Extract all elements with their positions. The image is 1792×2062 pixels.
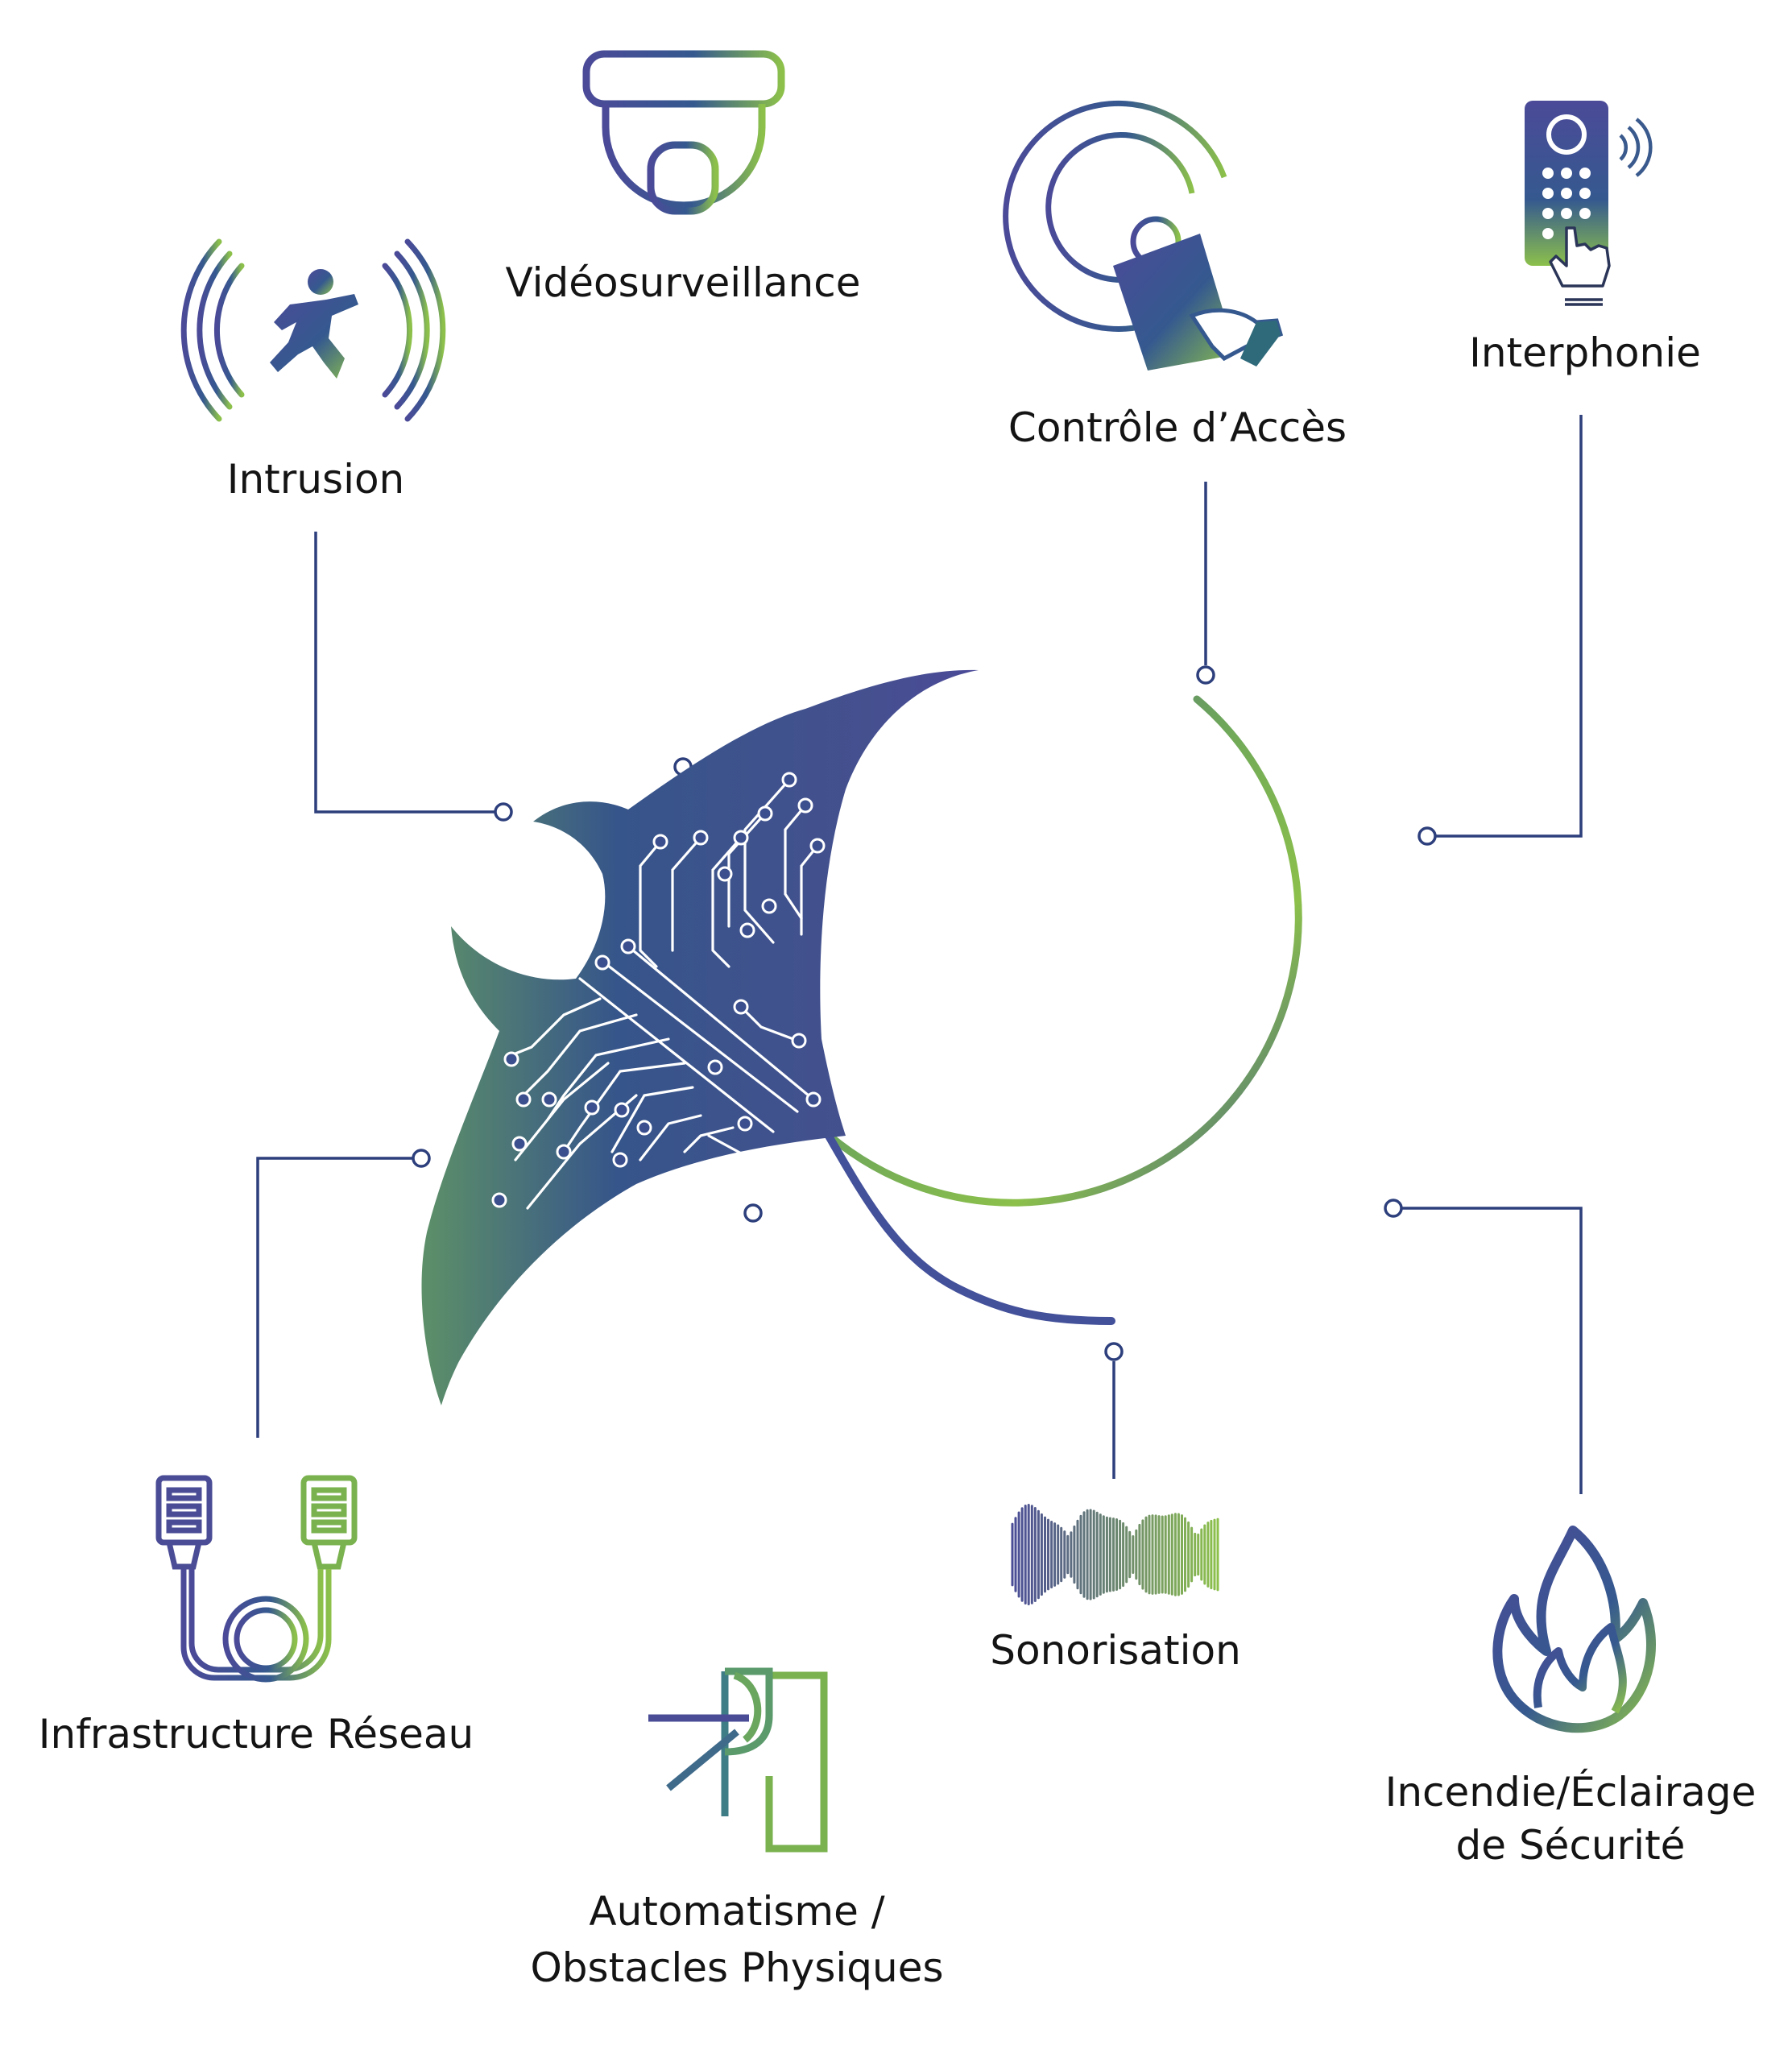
connector-intercom [1436,415,1583,838]
node-sound [1104,1342,1124,1361]
turnstile-gate-icon [648,1667,828,1853]
label-intrusion: Intrusion [227,456,405,503]
label-intercom: Interphonie [1469,329,1701,376]
running-person-sensor-icon [180,238,446,422]
node-intrusion [494,802,513,822]
label-fire-line2: de Sécurité [1456,1822,1686,1869]
label-fire-line1: Incendie/Éclairage [1385,1768,1757,1816]
label-access: Contrôle d’Accès [1008,404,1347,451]
node-automation [743,1203,763,1223]
labels: Intrusion Vidéosurveillance Contrôle d’A… [39,259,1757,1991]
network-cable-icon [155,1475,358,1683]
label-network: Infrastructure Réseau [39,1711,474,1758]
dome-camera-icon [582,50,785,215]
label-automation-line1: Automatisme / [589,1888,884,1935]
logo-tail [817,1120,1115,1325]
connector-fire [1401,1207,1583,1494]
access-card-reader-icon [1003,100,1284,371]
logo-circuit-traces [510,778,819,1210]
sound-wave-icon [1011,1504,1219,1605]
label-automation-line2: Obstacles Physiques [530,1944,943,1991]
connector-lines [256,330,1583,1599]
connector-network [256,1157,412,1438]
intercom-keypad-icon [1525,101,1653,306]
connector-intrusion [314,532,495,814]
logo-ring [826,695,1302,1207]
node-access [1196,665,1215,685]
node-intercom [1417,826,1437,846]
logo-circuit-nodes [491,772,826,1208]
manta-ray-logo [421,669,1302,1406]
node-network [412,1149,431,1168]
label-video: Vidéosurveillance [506,259,861,306]
flame-icon [1492,1526,1656,1733]
node-fire [1384,1199,1403,1218]
label-sound: Sonorisation [990,1627,1241,1674]
